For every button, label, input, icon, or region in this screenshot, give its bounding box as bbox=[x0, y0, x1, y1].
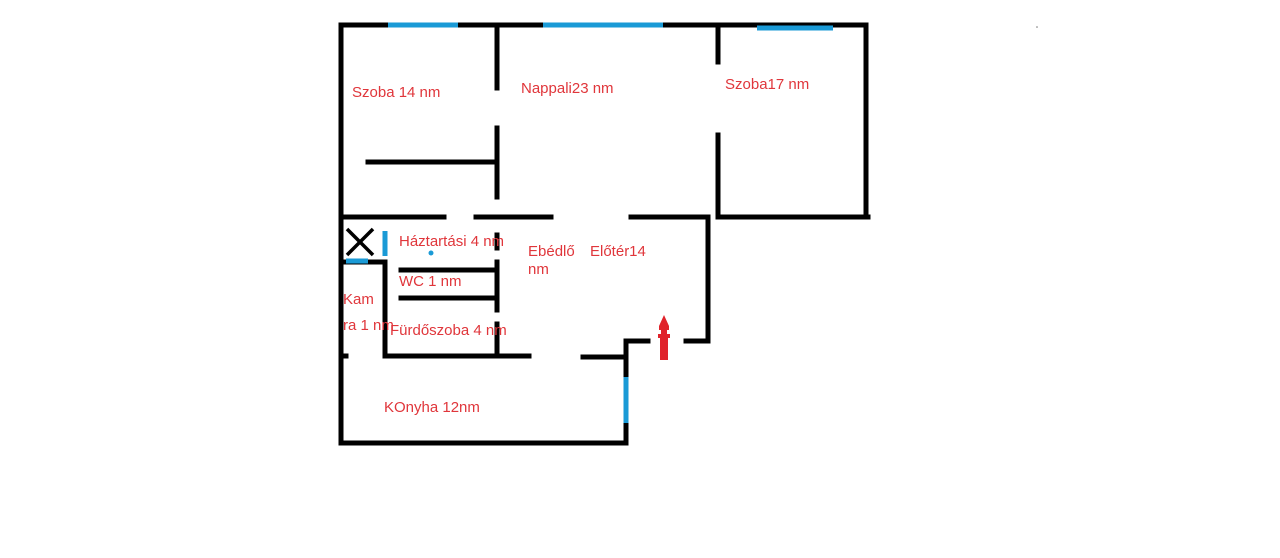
label-ebedlo-2: nm bbox=[528, 261, 549, 278]
marker-dot bbox=[428, 250, 434, 256]
room-labels: Szoba 14 nm Nappali23 nm Szoba17 nm Házt… bbox=[343, 76, 809, 416]
label-szoba-17: Szoba17 nm bbox=[725, 76, 809, 93]
label-ebedlo-1: Ebédlő bbox=[528, 243, 575, 260]
windows bbox=[346, 22, 833, 423]
entrance-arrow-icon bbox=[658, 315, 670, 360]
label-nappali: Nappali23 nm bbox=[521, 80, 614, 97]
walls bbox=[338, 22, 871, 446]
label-eloter: Előtér14 bbox=[590, 243, 646, 260]
label-konyha: KOnyha 12nm bbox=[384, 399, 480, 416]
x-mark-icon bbox=[345, 227, 375, 257]
label-szoba-14: Szoba 14 nm bbox=[352, 84, 440, 101]
label-furdoszoba: Fürdőszoba 4 nm bbox=[390, 322, 507, 339]
label-wc: WC 1 nm bbox=[399, 273, 462, 290]
label-haztartasi: Háztartási 4 nm bbox=[399, 233, 504, 250]
label-kamra-1: Kam bbox=[343, 291, 374, 308]
label-kamra-2: ra 1 nm bbox=[343, 317, 394, 334]
speck bbox=[1036, 26, 1038, 28]
